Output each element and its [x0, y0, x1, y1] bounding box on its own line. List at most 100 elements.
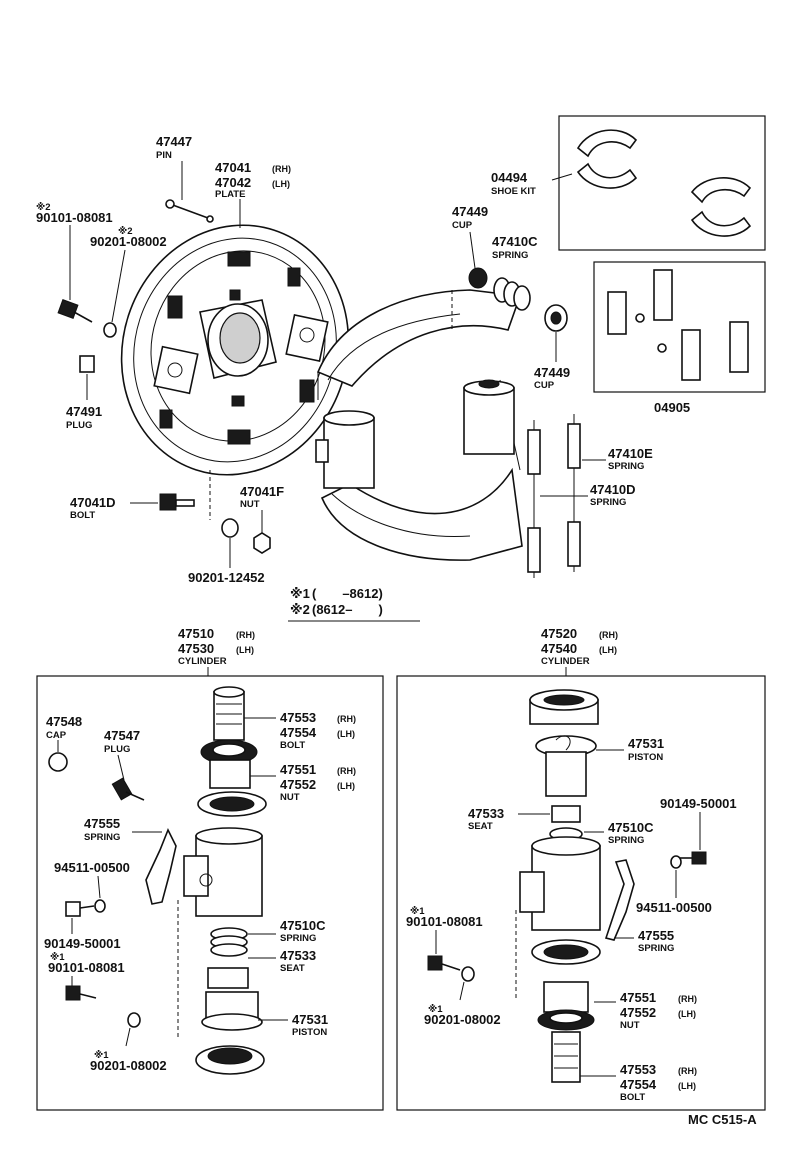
- spring-47510c-right-number: 47510C: [608, 820, 654, 835]
- bolt-47553-left-name: BOLT: [280, 740, 305, 751]
- spring-47555-right-name: SPRING: [638, 943, 674, 954]
- pin-47447-name: PIN: [156, 150, 172, 161]
- cup-47449-right-number: 47449: [534, 365, 570, 380]
- bolt-90101-top-note: ※2: [36, 202, 51, 213]
- cyl-left-rh-side: (RH): [236, 630, 255, 640]
- washer-90201-right-part: [461, 966, 475, 982]
- washer-94511-left-number: 94511-00500: [54, 860, 130, 875]
- bolt-90101-left-part: [65, 985, 97, 1001]
- nut-47551-left-rh-side: (RH): [337, 766, 356, 776]
- spring-47555-right-number: 47555: [638, 928, 674, 943]
- washer-90201-right-note: ※1: [428, 1004, 443, 1015]
- cup-47449-top-number: 47449: [452, 204, 488, 219]
- plug-47547-part: [111, 777, 145, 801]
- legend-note-1-mark: ※1: [290, 586, 310, 601]
- spring-47410e-name: SPRING: [608, 461, 644, 472]
- nut-47041f-part: [253, 532, 271, 554]
- cyl-left-rh-number: 47510: [178, 626, 214, 641]
- cap-47548-number: 47548: [46, 714, 82, 729]
- nut-47552-left-lh-side: (LH): [337, 781, 355, 791]
- piston-47531-right-name: PISTON: [628, 752, 663, 763]
- brake-shoes: [316, 289, 523, 561]
- cyl-right-rh-number: 47520: [541, 626, 577, 641]
- left-cylinder-stack: [183, 686, 267, 1075]
- cyl-right-rh-side: (RH): [599, 630, 618, 640]
- spring-47410c-top-name: SPRING: [492, 250, 528, 261]
- washer-90201-top-note: ※2: [118, 226, 133, 237]
- shoe-kit-name: SHOE KIT: [491, 186, 536, 197]
- piston-47531-right-number: 47531: [628, 736, 664, 751]
- diagram-code: MC C515-A: [688, 1112, 757, 1127]
- spring-47410d-number: 47410D: [590, 482, 636, 497]
- bolt-90101-top-part: [57, 299, 93, 323]
- spring-47555-right-part: [604, 859, 635, 941]
- washer-94511-left-part: [94, 899, 106, 913]
- cap-47548-part: [48, 752, 68, 772]
- washer-94511-right-number: 94511-00500: [636, 900, 712, 915]
- return-springs: [527, 414, 581, 578]
- pin-47447-number: 47447: [156, 134, 192, 149]
- bolt-47553-right-rh-number: 47553: [620, 1062, 656, 1077]
- spring-47555-left-part: [145, 828, 177, 905]
- bolt-90101-right-number: 90101-08081: [406, 914, 483, 929]
- washer-94511-right-part: [670, 855, 682, 869]
- spring-47510c-left-number: 47510C: [280, 918, 326, 933]
- plate-lh-number: 47042: [215, 175, 251, 190]
- nut-47551-left-rh-number: 47551: [280, 762, 316, 777]
- bolt-47041d-number: 47041D: [70, 495, 116, 510]
- spring-47410c-top-part: [493, 277, 531, 311]
- wheel-cylinder-left-small: [315, 410, 375, 489]
- piston-47531-left-name: PISTON: [292, 1027, 327, 1038]
- bolt-90101-right-part: [427, 955, 461, 971]
- cup-47449-right-name: CUP: [534, 380, 555, 391]
- washer-90201-12452-number: 90201-12452: [188, 570, 265, 585]
- nut-47551-right-name: NUT: [620, 1020, 640, 1031]
- plug-47491-number: 47491: [66, 404, 102, 419]
- plate-name: PLATE: [215, 189, 245, 200]
- bolt-47554-left-lh-side: (LH): [337, 729, 355, 739]
- seat-47533-right-name: SEAT: [468, 821, 493, 832]
- bolt-47554-right-lh-number: 47554: [620, 1077, 657, 1092]
- spring-47555-left-name: SPRING: [84, 832, 120, 843]
- spring-47410d-name: SPRING: [590, 497, 626, 508]
- spring-47410e-number: 47410E: [608, 446, 653, 461]
- cyl-right-lh-side: (LH): [599, 645, 617, 655]
- nut-47552-right-lh-side: (LH): [678, 1009, 696, 1019]
- plug-47547-number: 47547: [104, 728, 140, 743]
- washer-90201-left-part: [127, 1012, 141, 1028]
- kit-04905-number: 04905: [654, 400, 690, 415]
- cyl-right-name: CYLINDER: [541, 656, 590, 667]
- washer-90201-left-number: 90201-08002: [90, 1058, 167, 1073]
- seat-47533-left-name: SEAT: [280, 963, 305, 974]
- nut-47041f-number: 47041F: [240, 484, 284, 499]
- bolt-47553-right-rh-side: (RH): [678, 1066, 697, 1076]
- bolt-90149-right-number: 90149-50001: [660, 796, 737, 811]
- bolt-47041d-part: [159, 493, 195, 511]
- seat-47533-left-number: 47533: [280, 948, 316, 963]
- bolt-90149-left-number: 90149-50001: [44, 936, 121, 951]
- seat-47533-right-number: 47533: [468, 806, 504, 821]
- bolt-90101-right-note: ※1: [410, 906, 425, 917]
- nut-47551-right-rh-number: 47551: [620, 990, 656, 1005]
- cylinder-left-panel: [36, 675, 384, 1111]
- shoe-kit-shoes: [576, 129, 752, 237]
- backing-plate: [120, 224, 350, 476]
- nut-47551-right-rh-side: (RH): [678, 994, 697, 1004]
- wheel-cylinder-right-small: [463, 379, 515, 455]
- bolt-47041d-name: BOLT: [70, 510, 95, 521]
- plate-rh-side: (RH): [272, 164, 291, 174]
- bolt-47553-left-rh-side: (RH): [337, 714, 356, 724]
- bolt-47554-right-lh-side: (LH): [678, 1081, 696, 1091]
- bolt-90149-right-part: [680, 851, 707, 865]
- cup-47449-top-name: CUP: [452, 220, 473, 231]
- legend-note-1-text: ( –8612): [312, 586, 383, 601]
- nut-47041f-name: NUT: [240, 499, 260, 510]
- spring-47510c-right-name: SPRING: [608, 835, 644, 846]
- cup-47449-top-part: [468, 267, 488, 289]
- nut-47552-left-lh-number: 47552: [280, 777, 316, 792]
- washer-90201-12452-part: [221, 518, 239, 538]
- bolt-47554-left-lh-number: 47554: [280, 725, 317, 740]
- kit-04905-box: [593, 261, 766, 393]
- washer-90201-top-part: [103, 322, 117, 338]
- bolt-90101-left-number: 90101-08081: [48, 960, 125, 975]
